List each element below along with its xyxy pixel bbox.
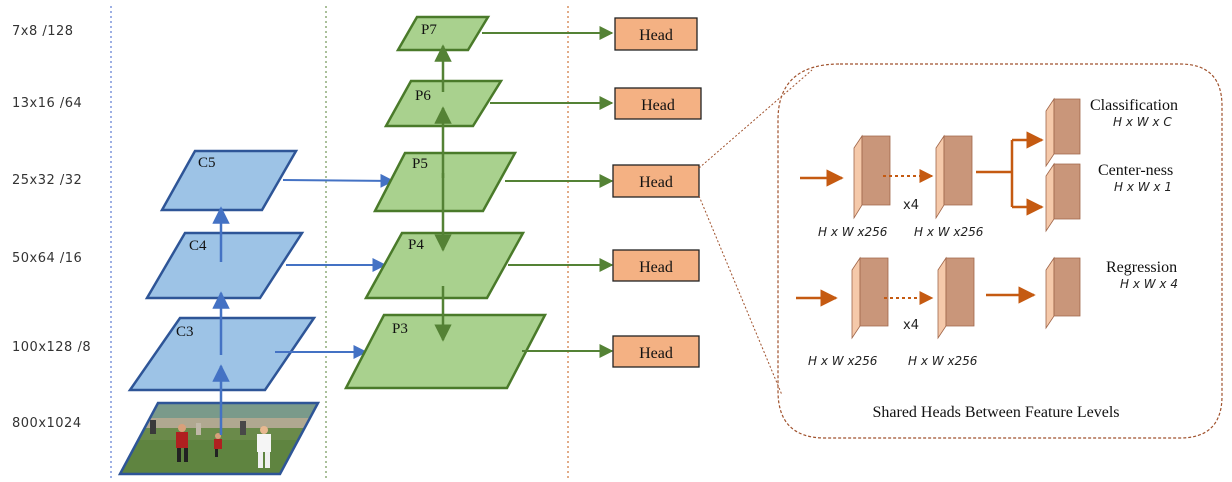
c5-label: C5 <box>198 155 216 171</box>
scale-labels: 7x8 /128 13x16 /64 25x32 /32 50x64 /16 1… <box>12 24 91 431</box>
bottom-feat2-dims: H x W x256 <box>908 354 978 368</box>
scale-label-p6: 13x16 /64 <box>12 96 82 111</box>
bottom-feature-map-1 <box>851 256 889 340</box>
head-box-p3 <box>612 335 700 368</box>
top-feat2-dims: H x W x256 <box>914 225 984 239</box>
p5-layer <box>372 151 518 213</box>
regression-title: Regression <box>1106 259 1177 276</box>
classification-output-map <box>1045 97 1081 168</box>
scale-label-p7: 7x8 /128 <box>12 24 74 39</box>
head-box-p6 <box>614 87 702 120</box>
callout-line-top <box>698 69 813 169</box>
classification-dims: H x W x C <box>1113 115 1172 129</box>
top-feat1-dims: H x W x256 <box>818 225 888 239</box>
regression-output-map <box>1045 256 1081 330</box>
centerness-dims: H x W x 1 <box>1114 180 1172 194</box>
scale-label-p5: 25x32 /32 <box>12 173 82 188</box>
p3-label: P3 <box>392 321 408 337</box>
callout-line-bottom <box>698 195 783 396</box>
head-boxes: Head Head Head Head Head <box>612 17 702 368</box>
centerness-title: Center-ness <box>1098 162 1173 179</box>
head-label-p3: Head <box>639 345 673 362</box>
head-box-p4 <box>612 249 700 282</box>
bottom-feat1-dims: H x W x256 <box>808 354 878 368</box>
shared-heads-panel: x4 H x W x256 H x W x256 Classification … <box>777 63 1223 439</box>
c4-layer <box>144 231 305 300</box>
bottom-feature-map-2 <box>937 256 975 340</box>
c3-label: C3 <box>176 324 194 340</box>
p6-label: P6 <box>415 88 431 104</box>
p7-layer <box>395 15 491 52</box>
arrow-c5-to-p5 <box>282 173 395 188</box>
scale-label-p4: 50x64 /16 <box>12 251 82 266</box>
scale-label-input: 800x1024 <box>12 416 82 431</box>
feature-pyramid: P3 P4 P5 P6 P7 <box>343 15 614 390</box>
c4-label: C4 <box>189 238 207 254</box>
p3-layer <box>343 313 548 390</box>
head-label-p6: Head <box>641 97 675 114</box>
head-label-p5: Head <box>639 174 673 191</box>
centerness-output-map <box>1045 162 1081 233</box>
p4-layer <box>363 231 526 300</box>
input-image <box>117 401 321 476</box>
bottom-repeat-label: x4 <box>903 318 919 333</box>
head-label-p7: Head <box>639 27 673 44</box>
head-label-p4: Head <box>639 259 673 276</box>
p5-label: P5 <box>412 156 428 172</box>
c5-layer <box>159 149 299 212</box>
shared-heads-caption: Shared Heads Between Feature Levels <box>872 404 1119 421</box>
p7-label: P7 <box>421 22 437 38</box>
head-box-p7 <box>614 17 698 51</box>
p4-label: P4 <box>408 237 424 253</box>
scale-label-p3: 100x128 /8 <box>12 340 91 355</box>
top-repeat-label: x4 <box>903 198 919 213</box>
shared-heads-border <box>777 63 1223 439</box>
p6-layer <box>383 79 504 128</box>
regression-dims: H x W x 4 <box>1120 277 1178 291</box>
head-box-p5 <box>612 164 700 198</box>
top-feature-map-1 <box>853 134 891 220</box>
classification-title: Classification <box>1090 97 1178 114</box>
top-feature-map-2 <box>935 134 973 220</box>
backbone: C3 C4 C5 <box>127 149 395 435</box>
